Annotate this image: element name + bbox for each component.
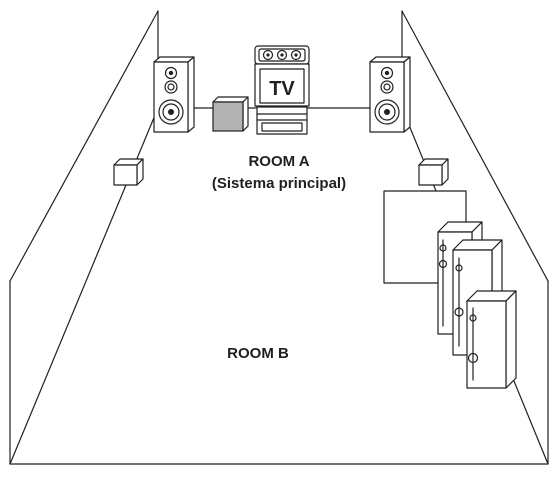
subwoofer-icon [212,96,249,132]
front-right-speaker-icon [369,56,411,133]
surround-left-speaker-icon [113,158,144,186]
room-b-speaker-icon [437,221,517,389]
surround-right-speaker-icon [418,158,449,186]
left-ceiling-edge [9,10,159,282]
tv-label: TV [269,78,295,100]
front-frame [9,280,549,465]
room-a-title: ROOM A [248,153,309,170]
front-left-speaker-icon [153,56,195,133]
room-a-subtitle: (Sistema principal) [212,175,346,192]
right-ceiling-edge [401,10,549,282]
center-speaker-icon [254,45,310,65]
av-receiver-icon [256,106,308,135]
room-b-title: ROOM B [227,345,289,362]
tv-icon: TV [254,63,310,107]
